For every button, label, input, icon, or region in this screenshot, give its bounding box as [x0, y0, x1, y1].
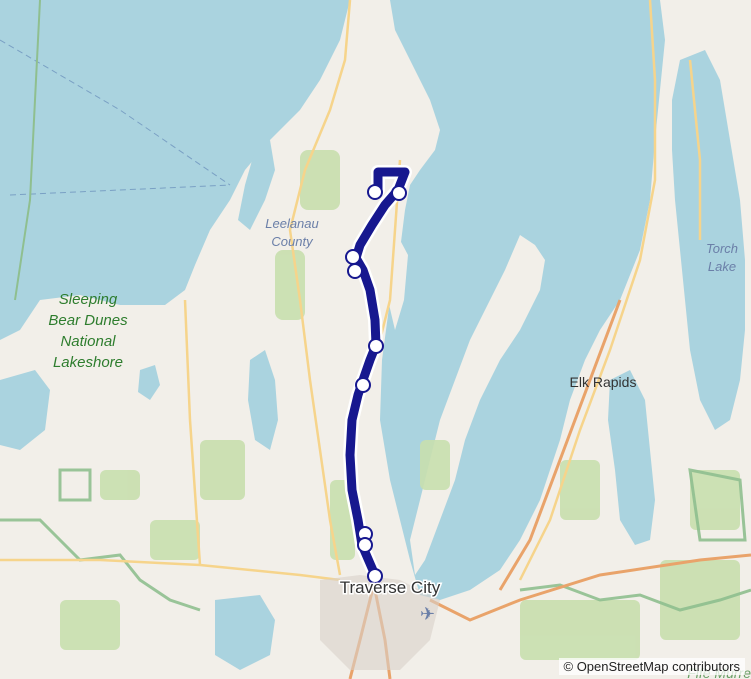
- airport-icon: ✈: [420, 604, 435, 625]
- label-traverse-city: Traverse City: [340, 578, 441, 597]
- label-sleeping-3: National: [60, 333, 116, 350]
- label-sleeping-1: Sleeping: [59, 291, 118, 308]
- park-boundaries: [0, 468, 751, 612]
- waypoint-marker[interactable]: [355, 377, 371, 393]
- label-torch-2: Lake: [708, 259, 736, 274]
- map-attribution[interactable]: © OpenStreetMap contributors: [558, 658, 745, 675]
- waypoint-marker[interactable]: [347, 263, 363, 279]
- label-leelanau-1: Leelanau: [265, 216, 319, 231]
- waypoint-marker[interactable]: [357, 537, 373, 553]
- lake-small-1: [138, 365, 160, 400]
- elk-lake: [608, 370, 655, 545]
- label-leelanau-2: County: [271, 234, 314, 249]
- forest-patches: [60, 150, 740, 660]
- label-elk-rapids: Elk Rapids: [570, 374, 637, 390]
- waypoint-marker[interactable]: [367, 568, 383, 584]
- county-line: [14, 0, 41, 301]
- waypoint-marker[interactable]: [391, 185, 407, 201]
- lake-michigan: [0, 0, 350, 340]
- island: [385, 240, 408, 330]
- lake-leelanau-south: [248, 350, 278, 450]
- waypoint-marker[interactable]: [367, 184, 383, 200]
- lake-bottom-left: [215, 595, 275, 670]
- water-boundaries: [0, 39, 231, 196]
- label-sleeping-2: Bear Dunes: [48, 312, 128, 329]
- label-torch-1: Torch: [706, 241, 738, 256]
- glen-lake: [0, 370, 50, 450]
- route-markers[interactable]: [345, 184, 407, 584]
- lake-leelanau: [238, 140, 275, 230]
- label-sleeping-4: Lakeshore: [53, 354, 123, 371]
- waypoint-marker[interactable]: [368, 338, 384, 354]
- waypoint-marker[interactable]: [345, 249, 361, 265]
- city-area: [320, 575, 440, 670]
- torch-lake: [672, 50, 745, 430]
